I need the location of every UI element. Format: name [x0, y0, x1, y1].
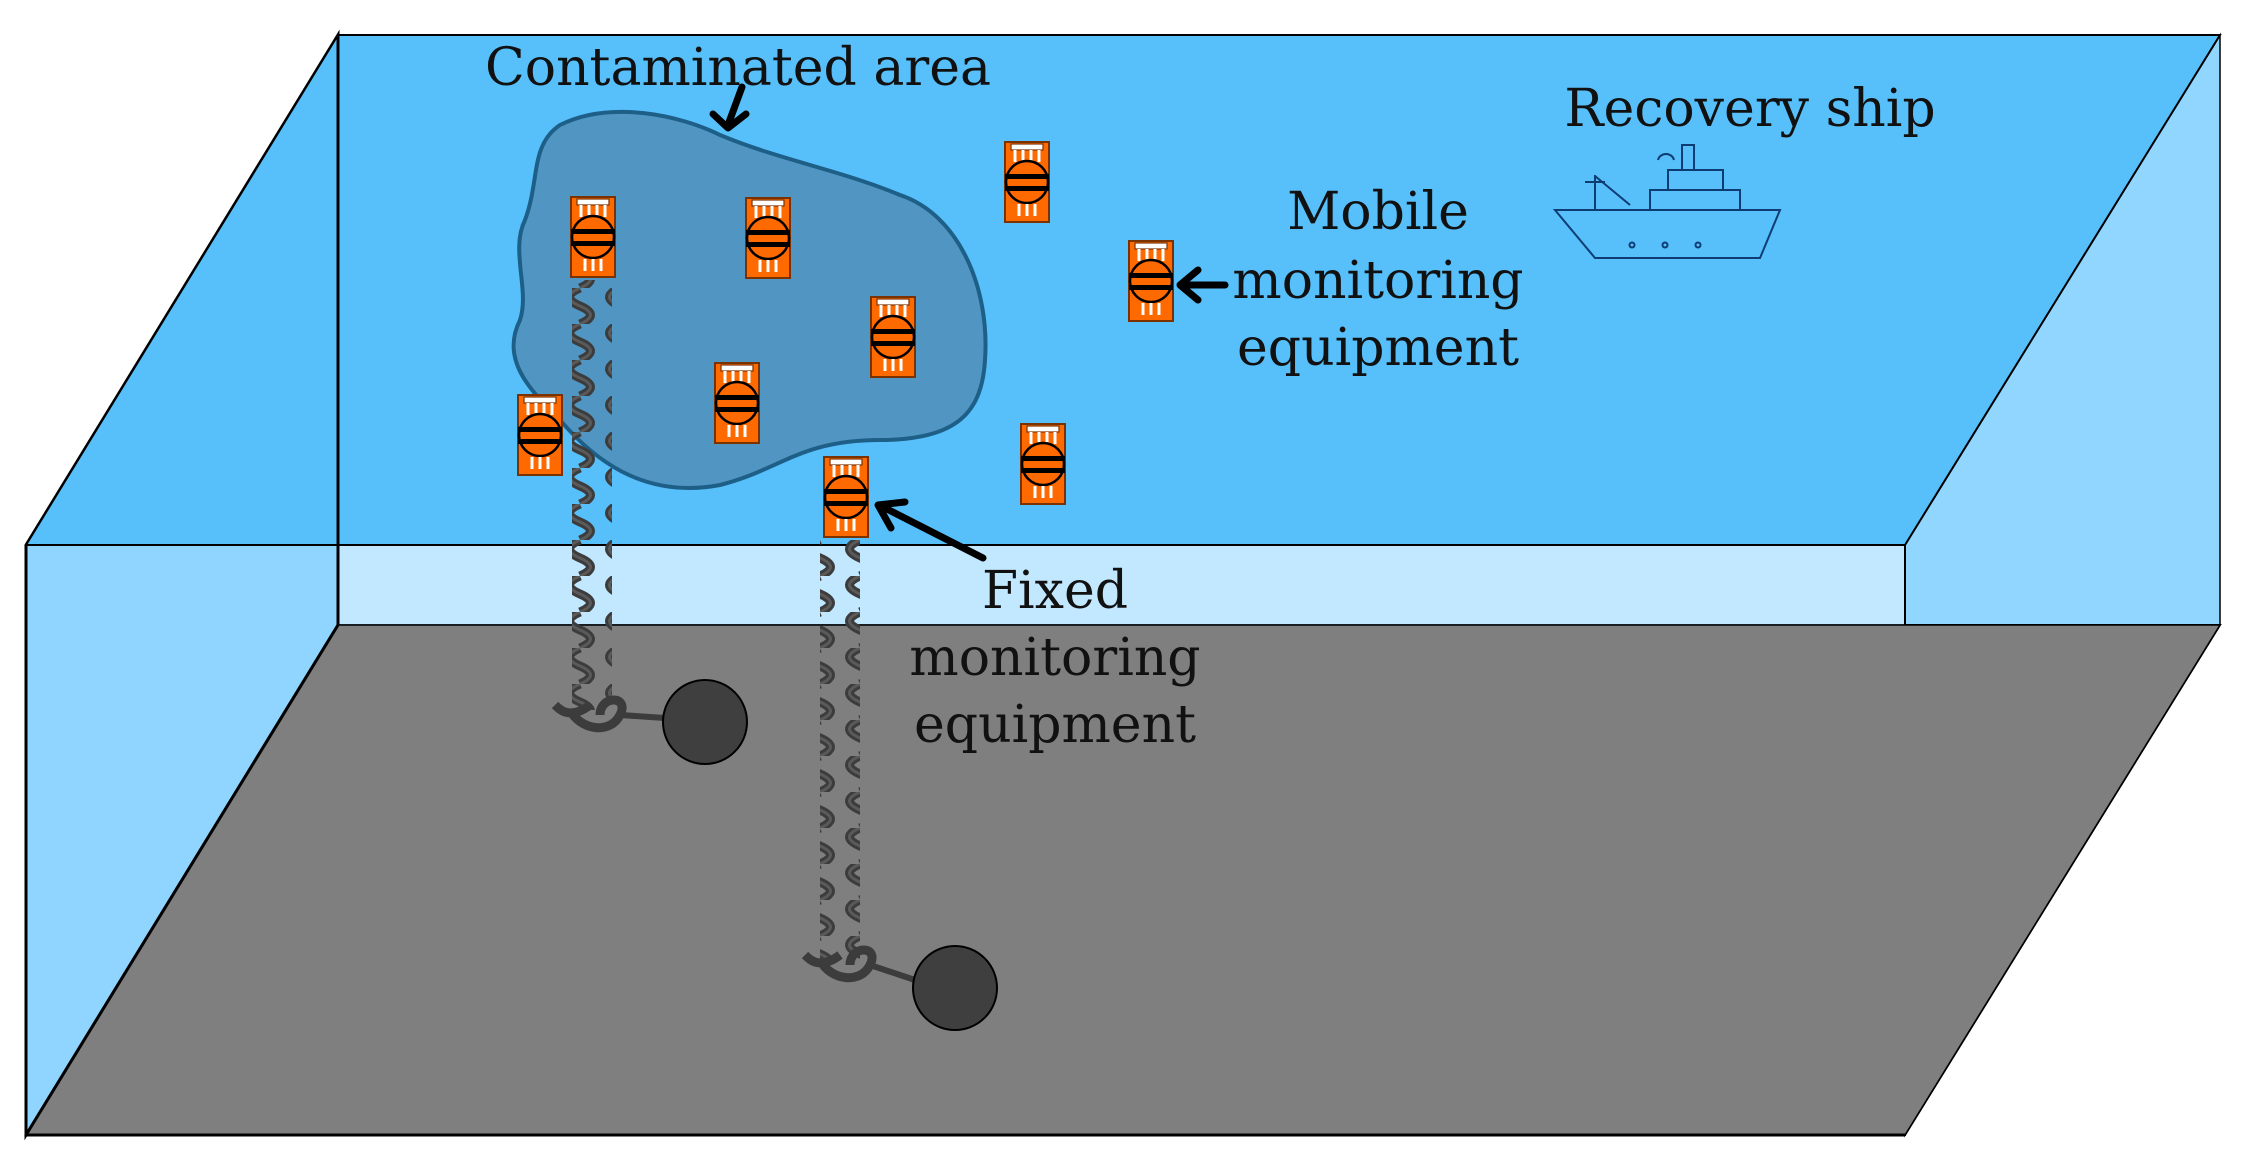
fixed-equipment-arrow [874, 498, 987, 562]
monitoring-equipment [516, 393, 564, 477]
monitoring-equipment [1019, 422, 1067, 506]
fixed-equipment-label-line2: monitoring [909, 628, 1200, 688]
contaminated-area-label: Contaminated area [485, 38, 991, 98]
monitoring-equipment [822, 455, 870, 539]
fixed-equipment-label-line1: Fixed [982, 561, 1128, 621]
recovery-ship-icon [1552, 144, 1782, 259]
monitoring-equipment [744, 196, 792, 280]
monitoring-equipment [869, 295, 917, 379]
mobile-equipment-label-line3: equipment [1237, 318, 1519, 378]
fixed-equipment-label-line3: equipment [914, 695, 1196, 755]
contaminated-area-arrow [709, 83, 750, 132]
contaminated-area [511, 109, 988, 490]
fixed-chain-right [820, 540, 860, 960]
anchor-weight-right [912, 945, 998, 1031]
fixed-chain-left [572, 280, 612, 710]
mobile-equipment-label-line2: monitoring [1232, 251, 1523, 311]
monitoring-equipment [713, 361, 761, 445]
monitoring-equipment [1127, 239, 1175, 323]
monitoring-equipment [1003, 140, 1051, 224]
anchor-weight-left [662, 679, 748, 765]
mobile-equipment-label-line1: Mobile [1287, 182, 1469, 242]
recovery-ship-label: Recovery ship [1564, 79, 1935, 139]
mobile-equipment-arrow [1176, 266, 1229, 304]
monitoring-equipment [569, 195, 617, 279]
